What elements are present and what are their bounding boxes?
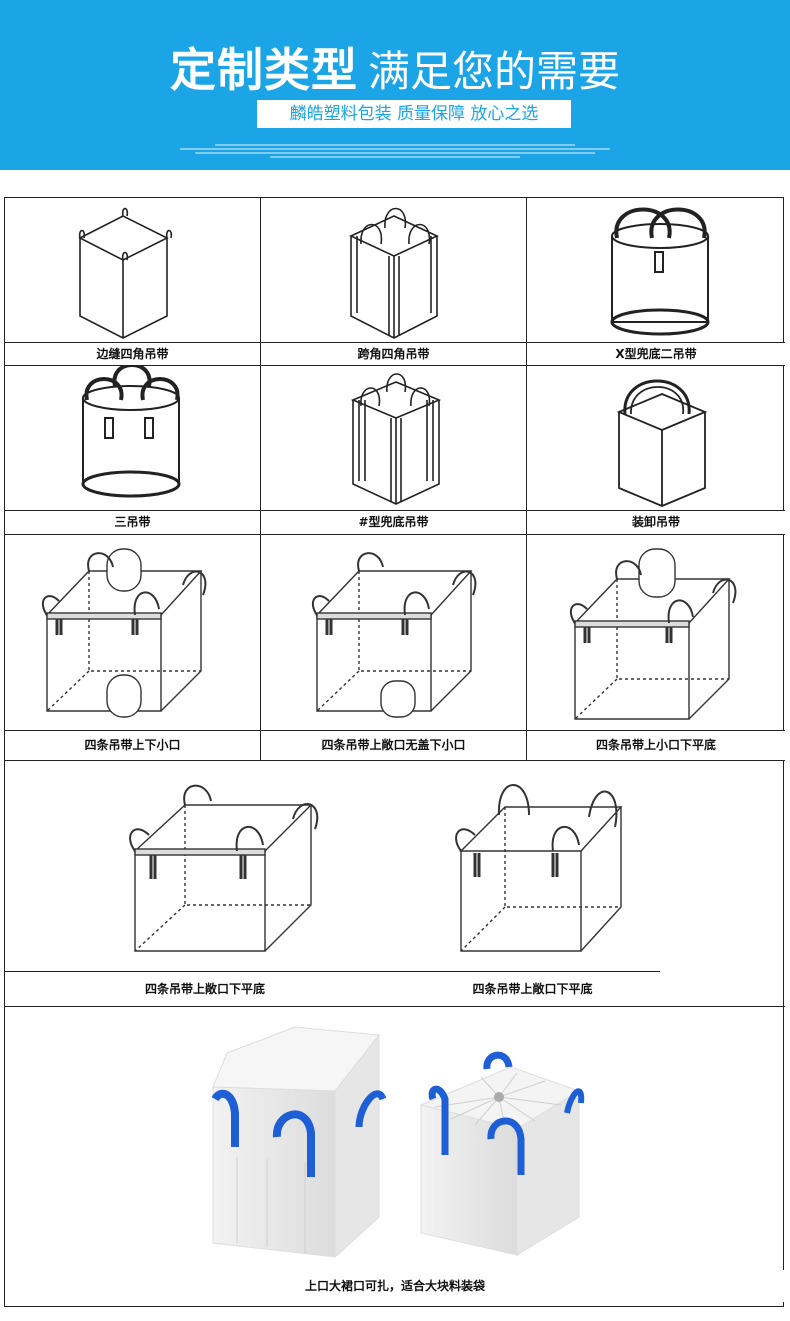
banner-fine-print-decoration [180,142,610,158]
bag-type-label: 跨角四角吊带 [261,342,526,365]
round-bag-two-loops-icon [610,207,710,336]
banner-title-light: 满足您的需要 [367,47,620,96]
bag-type-cell: 跨角四角吊带 [261,198,527,366]
bag-type-label: 装卸吊带 [527,510,785,534]
bag-open-top-flat-bottom-icon [129,784,623,952]
banner-title-bold: 定制类型 [169,43,358,97]
bag-open-top-bottom-spout-icon [311,552,477,718]
bag-type-cell: 四条吊带上小口下平底 [527,535,785,761]
bag-type-label: 四条吊带上小口下平底 [527,730,785,760]
bag-type-cell: 四条吊带上敞口无盖下小口 [261,535,527,761]
bag-type-cell: #型兜底吊带 [261,366,527,535]
header-banner: 定制类型满足您的需要 麟皓塑料包装 质量保障 放心之选 [0,0,790,170]
cube-bag-corner-loops-icon [78,207,173,339]
bag-type-cell: 边缝四角吊带 [5,198,261,366]
cube-bag-cross-corner-loops-icon [349,207,439,339]
banner-slogan: 麟皓塑料包装 质量保障 放心之选 [257,100,571,128]
bag-type-label: 上口大裙口可扎，适合大块料装袋 [5,1270,785,1302]
bag-type-label: 边缝四角吊带 [5,342,260,365]
photo-white-bags-blue-straps-icon [211,1026,585,1259]
bag-top-spout-flat-bottom-icon [569,548,737,720]
round-bag-three-loops-icon [81,366,181,498]
cube-bag-single-loop-icon [616,379,708,507]
bag-type-cell: 三吊带 [5,366,261,535]
bag-type-cell-photo: 上口大裙口可扎，适合大块料装袋 [5,1007,785,1308]
bag-type-cell: X型兜底二吊带 [527,198,785,366]
bag-type-cell: 四条吊带上下小口 [5,535,261,761]
banner-title: 定制类型满足您的需要 [0,34,790,100]
bag-type-label: X型兜底二吊带 [527,342,785,365]
cube-bag-hash-loops-icon [350,373,442,505]
bag-type-label: 四条吊带上敞口无盖下小口 [261,730,526,760]
bag-type-cell: 装卸吊带 [527,366,785,535]
bag-type-label: 四条吊带上下小口 [5,730,260,760]
bag-type-label: 三吊带 [5,510,260,534]
bag-open-top-flat-bottom-alt-icon [455,784,623,952]
bag-type-label: #型兜底吊带 [261,510,526,534]
bag-top-spout-bottom-spout-icon [41,548,207,718]
bag-type-grid: 边缝四角吊带 跨角四角吊带 X型兜底二吊带 [4,197,785,1308]
bag-type-label: 四条吊带上敞口下平底 [5,971,405,1006]
bag-type-cell-wide: 四条吊带上敞口下平底 四条吊带上敞口下平底 [5,761,785,1007]
bag-type-label: 四条吊带上敞口下平底 [405,971,660,1006]
